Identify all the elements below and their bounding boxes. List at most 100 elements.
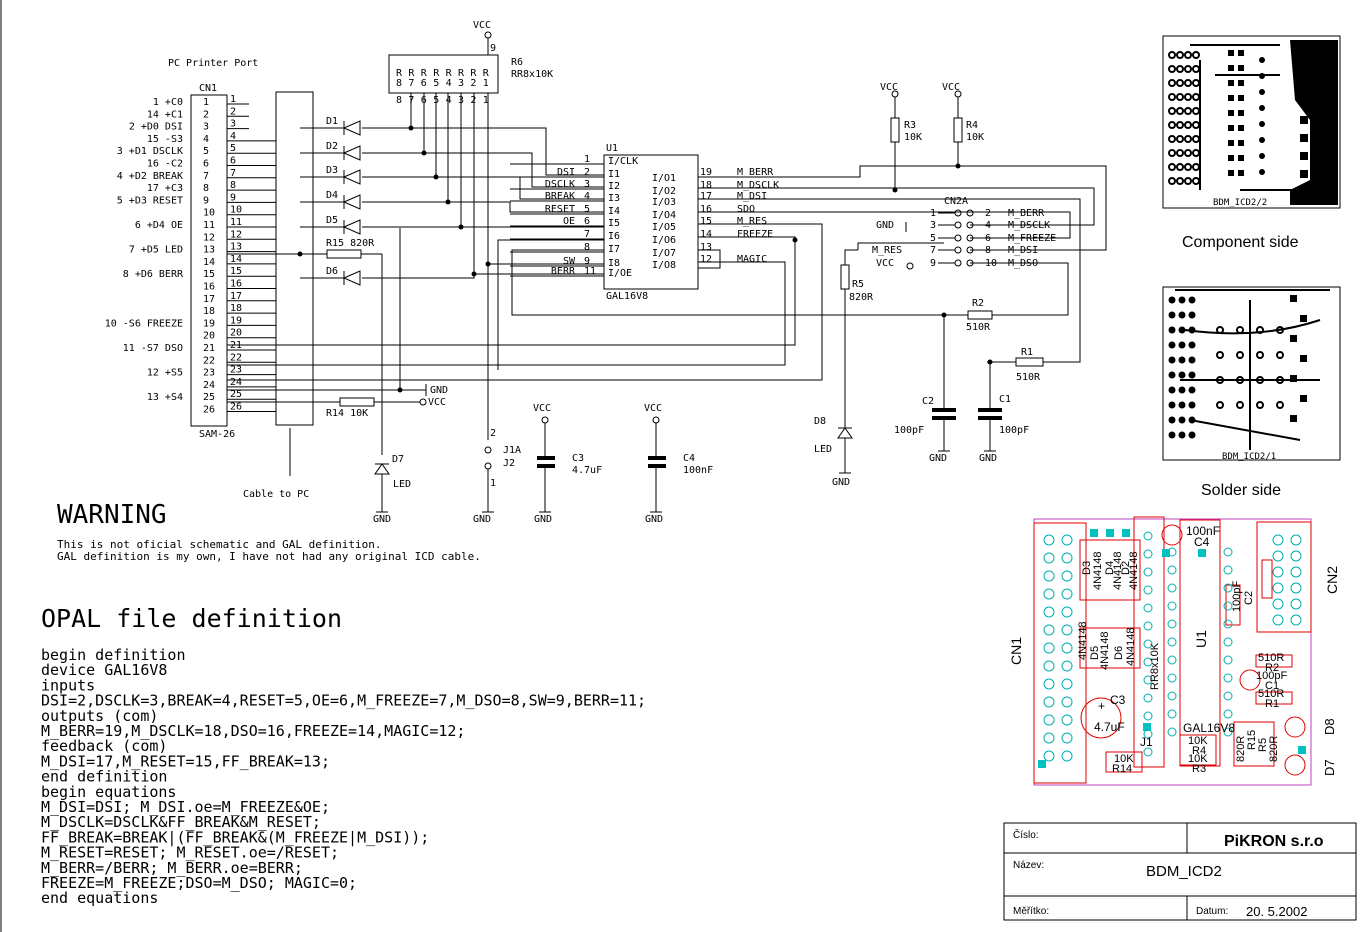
- d8-led: [837, 427, 853, 439]
- opal-line: M_BERR=/BERR; M_BERR.oe=BERR;: [41, 859, 303, 877]
- cn1-inner-number: 16: [230, 279, 242, 290]
- cn1-port-label: 6 +D4 OE: [135, 220, 183, 231]
- cn1-inner-number: 5: [230, 143, 236, 154]
- svg-text:D8: D8: [1322, 718, 1337, 735]
- u1-pin-num: 9: [584, 256, 590, 267]
- svg-text:4N4148: 4N4148: [1112, 551, 1124, 590]
- opal-line: M_BERR=19,M_DSCLK=18,DSO=16,FREEZE=14,MA…: [41, 722, 465, 740]
- wiring: [227, 93, 1107, 440]
- u1-pin-num: 12: [700, 254, 712, 265]
- cn1-pin-number: 24: [203, 380, 215, 391]
- svg-text:GND: GND: [832, 477, 850, 488]
- r6-ref: R6: [511, 57, 523, 68]
- warning-line-2: GAL definition is my own, I have not had…: [57, 550, 481, 563]
- svg-text:D6: D6: [1113, 646, 1125, 660]
- u1-pin-name: I/O4: [652, 210, 676, 221]
- r6-letter: R: [421, 68, 428, 79]
- cn1-inner-number: 13: [230, 242, 242, 253]
- svg-text:100nF: 100nF: [1186, 524, 1220, 538]
- r4-body: [953, 117, 963, 143]
- r6-letter: R: [483, 68, 490, 79]
- u1-pin-num: 7: [584, 229, 590, 240]
- cn2a-net: M_BERR: [1008, 208, 1045, 219]
- cn1-inner-number: 17: [230, 291, 242, 302]
- cn1-port-label: 2 +D0 DSI: [129, 122, 183, 133]
- c2-ref: C2: [922, 396, 934, 407]
- diode-symbol: [342, 219, 361, 235]
- cn1-inner-number: 6: [230, 156, 236, 167]
- c2-body: [932, 408, 956, 412]
- cn1-pin-number: 15: [203, 269, 215, 280]
- diode-ref: D1: [326, 116, 338, 127]
- r5-ref: R5: [852, 279, 864, 290]
- d8-label: LED: [814, 444, 832, 455]
- cn2a-net: M_DSO: [1008, 258, 1038, 269]
- svg-text:C2: C2: [1243, 591, 1255, 605]
- svg-text:GND: GND: [979, 453, 997, 464]
- u1-pin-num: 16: [700, 204, 712, 215]
- cable-bracket: [275, 91, 314, 426]
- svg-text:4N4148: 4N4148: [1128, 551, 1140, 590]
- cn1-inner-number: 3: [230, 119, 236, 130]
- cn1-inner-number: 12: [230, 229, 242, 240]
- svg-text:VCC: VCC: [880, 82, 898, 93]
- opal-line: inputs: [41, 676, 95, 694]
- c3-ref: C3: [572, 453, 584, 464]
- cn1-type: SAM-26: [199, 429, 235, 440]
- r6-digit: 3: [458, 78, 464, 89]
- component-caption: Component side: [1182, 234, 1299, 251]
- u1-pin-name: I/O8: [652, 260, 676, 271]
- cn1-inner-number: 11: [230, 217, 242, 228]
- u1-pin-num: 4: [584, 191, 590, 202]
- cn1-pin-number: 5: [203, 146, 209, 157]
- cn1-port-label: 5 +D3 RESET: [117, 195, 183, 206]
- cn2a-pin: 2: [985, 208, 991, 219]
- u1-pin-name: I6: [608, 231, 620, 242]
- u1-part: GAL16V8: [606, 291, 648, 302]
- cn2a-net: M_FREEZE: [1008, 233, 1056, 244]
- svg-text:9: 9: [490, 43, 496, 54]
- u1-pin-num: 19: [700, 167, 712, 178]
- r5-body: [840, 264, 850, 290]
- cn1-pin-number: 18: [203, 306, 215, 317]
- j2-ref: J2: [503, 458, 515, 469]
- cn1-inner-number: 24: [230, 377, 242, 388]
- opal-line: M_DSCLK=DSCLK&FF_BREAK&M_RESET;: [41, 813, 321, 831]
- r6-letter: R: [470, 68, 477, 79]
- u1-pin-num: 17: [700, 191, 712, 202]
- cn1-pin-number: 2: [203, 109, 209, 120]
- opal-line: end equations: [41, 889, 158, 907]
- u1-pin-num: 6: [584, 216, 590, 227]
- svg-text:2: 2: [490, 428, 496, 439]
- port-caption: PC Printer Port: [168, 58, 258, 69]
- c4-body: [648, 456, 666, 460]
- cn1-inner-number: 15: [230, 266, 242, 277]
- cn1-pin-number: 16: [203, 282, 215, 293]
- svg-text:100pF: 100pF: [1231, 581, 1243, 612]
- r6-digit: 1: [483, 78, 489, 89]
- cn1-inner-number: 19: [230, 315, 242, 326]
- c1-body: [978, 408, 1002, 412]
- svg-text:R3: R3: [1192, 763, 1206, 775]
- cn1-inner-number: 4: [230, 131, 236, 142]
- svg-text:R5: R5: [1257, 738, 1269, 752]
- svg-text:D7: D7: [1322, 759, 1337, 776]
- u1-net: M_DSI: [737, 191, 767, 202]
- r6-digit: 4: [446, 78, 452, 89]
- cn1-pin-number: 19: [203, 318, 215, 329]
- company-name: PiKRON s.r.o: [1224, 833, 1324, 850]
- cn1-pin-number: 1: [203, 97, 209, 108]
- r6-body: [388, 54, 499, 94]
- u1-net: BREAK: [545, 191, 575, 202]
- cn2a-pin: 6: [985, 233, 991, 244]
- r2-value: 510R: [966, 322, 991, 333]
- c2-value: 100pF: [894, 425, 924, 436]
- cn2a-pin: 5: [930, 233, 936, 244]
- warning-title: WARNING: [57, 500, 167, 530]
- u1-net: RESET: [545, 204, 575, 215]
